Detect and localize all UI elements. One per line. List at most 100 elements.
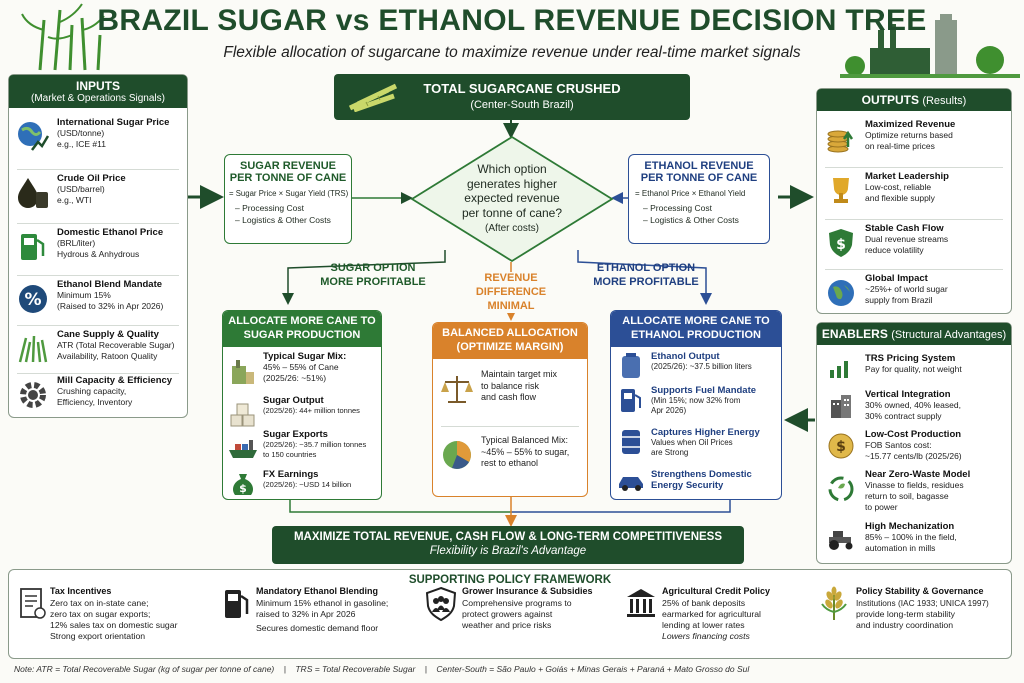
ethanol-allocation-item-title: Ethanol Output (651, 351, 720, 362)
sugar-allocation-item-title: Sugar Output (263, 395, 324, 406)
coins-icon (817, 119, 865, 159)
balanced-item-line: Maintain target mix (481, 369, 558, 379)
sugar-allocation-item-line: to 150 countries (263, 449, 317, 459)
sugar-allocation-item: Typical Sugar Mix:45% – 55% of Cane(2025… (223, 351, 381, 391)
input-item: Domestic Ethanol Price(BRL/liter)Hydrous… (9, 227, 187, 267)
policy-line: protect growers against (462, 609, 553, 620)
output-line: reduce volatility (865, 245, 924, 256)
page-subtitle: Flexible allocation of sugarcane to maxi… (223, 44, 801, 61)
input-line: Minimum 15% (57, 290, 111, 300)
inputs-panel: INPUTS (Market & Operations Signals) Int… (8, 74, 188, 418)
decision-line: Which option (477, 162, 547, 176)
buildings-icon (817, 389, 865, 423)
maximize-revenue-subtitle: Flexibility is Brazil's Advantage (429, 545, 587, 557)
sugar-allocation-item-line: 45% – 55% of Cane (263, 362, 339, 372)
ethanol-allocation-item-line: Apr 2026) (651, 406, 687, 416)
sugar-revenue-cost: – Logistics & Other Costs (235, 215, 331, 225)
sugar-allocation-item-title: Sugar Exports (263, 429, 328, 440)
mid-branch-line: DIFFERENCE (475, 285, 547, 298)
enablers-title: ENABLERS (821, 327, 888, 341)
input-title: Cane Supply & Quality (57, 329, 159, 340)
policy-line: weather and price risks (462, 620, 552, 631)
enabler-line: ~15.77 cents/lb (2025/26) (865, 451, 962, 462)
tractor-icon (817, 521, 865, 555)
balanced-allocation-title: (OPTIMIZE MARGIN) (456, 340, 564, 353)
balanced-item-line: Typical Balanced Mix: (481, 435, 569, 445)
ethanol-allocation-title: ALLOCATE MORE CANE TO (622, 315, 770, 327)
ethanol-allocation-item-line: (Min 15%; now 32% from (651, 396, 741, 405)
output-line: Dual revenue streams (865, 234, 949, 244)
input-line: Crushing capacity, (57, 386, 127, 396)
sugar-branch-line: SUGAR OPTION (330, 262, 416, 274)
svg-text:$: $ (836, 439, 846, 455)
decision-text: Which option generates higher expected r… (430, 162, 594, 235)
shield-dollar-icon: $ (817, 223, 865, 263)
policy-line: earmarked for agricultural (662, 609, 761, 620)
policy-line: and industry coordination (856, 619, 954, 630)
balanced-item-line: and cash flow (481, 392, 537, 403)
ethanol-branch-line: MORE PROFITABLE (593, 275, 699, 288)
decision-line: expected revenue (464, 191, 560, 206)
ethanol-allocation-item-line: Energy Security (651, 480, 724, 491)
oil-drop-icon (9, 173, 57, 213)
input-line: (USD/tonne) (57, 128, 105, 138)
svg-text:$: $ (239, 482, 247, 495)
input-title: Ethanol Blend Mandate (57, 279, 163, 290)
bank-icon (627, 589, 655, 617)
sugar-branch-line: MORE PROFITABLE (320, 275, 426, 288)
enabler-line: to power (865, 502, 898, 513)
decision-diamond (410, 135, 614, 263)
outputs-header: OUTPUTS (Results) (817, 89, 1011, 111)
ethanol-revenue-title: ETHANOL REVENUE (644, 160, 754, 172)
input-line: Hydrous & Anhydrous (57, 249, 140, 260)
input-item: International Sugar Price(USD/tonne)e.g.… (9, 117, 187, 157)
enabler-title: Near Zero-Waste Model (865, 469, 971, 480)
policy-framework-panel: SUPPORTING POLICY FRAMEWORK (8, 569, 1012, 659)
enabler-line: 30% owned, 40% leased, (865, 400, 961, 410)
enabler-title: TRS Pricing System (865, 353, 956, 364)
ethanol-revenue-cost: – Logistics & Other Costs (643, 215, 739, 225)
policy-title: Agricultural Credit Policy (662, 586, 771, 596)
ethanol-allocation-item-line: (2025/26): ~37.5 billion liters (651, 362, 752, 371)
ethanol-revenue-cost: – Processing Cost (643, 203, 712, 213)
output-line: and flexible supply (865, 193, 935, 204)
mid-branch-line: MINIMAL (487, 299, 535, 312)
output-line: supply from Brazil (865, 295, 933, 306)
balanced-item-line: to balance risk (481, 380, 540, 391)
ethanol-revenue-formula: = Ethanol Price × Ethanol Yield (635, 189, 746, 198)
sugar-revenue-title: SUGAR REVENUE (240, 160, 336, 172)
sugar-allocation-item: $ FX Earnings(2025/26): ~USD 14 billion (223, 469, 381, 499)
ethanol-revenue-box: ETHANOL REVENUE PER TONNE OF CANE = Etha… (628, 154, 770, 244)
sugar-allocation-item-line: (2025/26: ~51%) (263, 373, 327, 384)
enablers-header: ENABLERS (Structural Advantages) (817, 323, 1011, 345)
policy-line: raised to 32% in Apr 2026 (256, 609, 356, 620)
policy-line: Lowers financing costs (662, 631, 750, 642)
sugar-allocation-title: ALLOCATE MORE CANE TO (228, 315, 376, 327)
sugar-allocation-item-title: Typical Sugar Mix: (263, 351, 347, 362)
enabler-line: Pay for quality, not weight (865, 364, 962, 374)
output-title: Global Impact (865, 273, 928, 284)
balanced-item: Typical Balanced Mix:~45% – 55% to sugar… (433, 435, 587, 475)
policy-line: lending at lower rates (662, 620, 745, 631)
policy-line: zero tax on sugar exports; (50, 609, 151, 620)
input-title: Mill Capacity & Efficiency (57, 375, 173, 386)
enabler-line: Vinasse to fields, residues (865, 480, 964, 490)
sugar-allocation-item-line: (2025/26): 44+ million tonnes (263, 406, 360, 415)
ethanol-allocation-item-title: Strengthens Domestic (651, 469, 752, 480)
balanced-allocation-header: BALANCED ALLOCATION(OPTIMIZE MARGIN) (433, 323, 587, 359)
